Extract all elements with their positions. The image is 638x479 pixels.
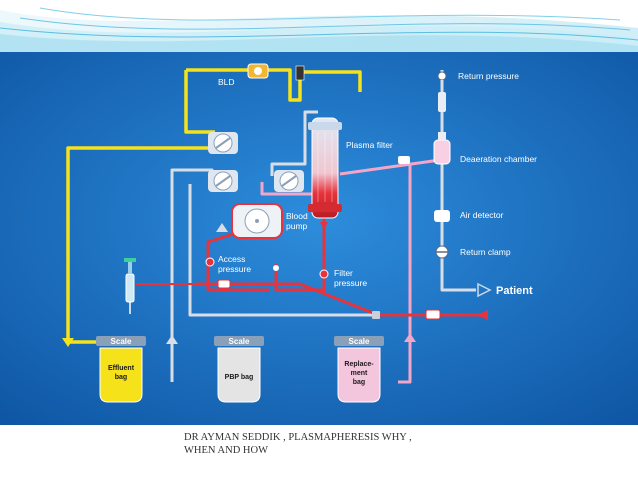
patient-return-arrow: [477, 282, 492, 298]
pbp-mid-flow-arrow: [216, 223, 228, 232]
blood-flow-arrow: [320, 222, 328, 230]
header-wave-graphic: [0, 0, 638, 52]
blood-pump-label-line1: Blood: [286, 211, 308, 221]
deaeration-inline-connector: [398, 156, 410, 164]
footer-credit: DR AYMAN SEDDIK , PLASMAPHERESIS WHY , W…: [184, 431, 444, 457]
effluent-bag-label-line2: bag: [115, 374, 127, 381]
footer-line-1: DR AYMAN SEDDIK , PLASMAPHERESIS WHY ,: [184, 432, 412, 443]
pbp-bag-scale-label: Scale: [229, 337, 250, 346]
blood-pump-label-line2: pump: [286, 221, 308, 231]
pbp-bag-label: PBP bag: [225, 374, 254, 381]
access-pressure-sensor: [205, 257, 215, 267]
replacement-bag-scale-label: Scale: [349, 337, 370, 346]
blood-pump: [231, 203, 283, 239]
deaeration-chamber: [433, 132, 451, 165]
bld-detector: [247, 63, 269, 79]
pbp-pump: [208, 170, 238, 192]
access-clamp: [273, 265, 279, 271]
effluent-bag-label-line1: Effluent: [108, 365, 135, 372]
access-connector: [217, 279, 231, 289]
air-detector: [434, 210, 450, 222]
replacement-pump: [274, 170, 304, 192]
return-clamp-label: Return clamp: [460, 247, 511, 257]
return-pressure-label: Return pressure: [458, 71, 519, 81]
pbp-flow-arrow: [166, 335, 178, 344]
replacement-bag: Scale Replace- ment bag: [334, 336, 384, 403]
bld-label: BLD: [218, 77, 235, 87]
access-pressure-label-line2: pressure: [218, 264, 251, 274]
plasma-filter: [308, 117, 342, 219]
replacement-flow-arrow: [404, 333, 416, 342]
replacement-bag-label-line2: ment: [351, 370, 368, 377]
patient-access-arrow: [476, 310, 488, 320]
return-inline-connector: [425, 309, 441, 320]
footer-line-2: WHEN AND HOW: [184, 445, 268, 456]
replacement-bag-label-line1: Replace-: [344, 361, 374, 368]
effluent-flow-arrow: [62, 338, 74, 347]
diagram-background: [0, 52, 638, 425]
air-detector-label: Air detector: [460, 210, 504, 220]
plasma-filter-label: Plasma filter: [346, 140, 393, 150]
circuit-svg: Scale Effluent bag Scale PBP bag Scale R…: [0, 52, 638, 425]
syringe-icon: [124, 258, 196, 314]
patient-label: Patient: [496, 285, 533, 297]
filter-pressure-sensor: [319, 269, 329, 279]
return-clamp: [435, 245, 449, 259]
plasmapheresis-circuit-diagram: Scale Effluent bag Scale PBP bag Scale R…: [0, 52, 638, 425]
effluent-bag-scale-label: Scale: [111, 337, 132, 346]
effluent-clamp-block: [295, 65, 305, 81]
pbp-bag: Scale PBP bag: [214, 336, 264, 403]
effluent-bag: Scale Effluent bag: [96, 336, 146, 403]
replacement-line: [260, 158, 441, 384]
replacement-bag-label-line3: bag: [353, 379, 365, 386]
access-pressure-label-line1: Access: [218, 254, 245, 264]
effluent-pump: [208, 132, 238, 154]
filter-pressure-label-line1: Filter: [334, 268, 353, 278]
slide-header: [0, 0, 638, 52]
filter-pressure-label-line2: pressure: [334, 278, 367, 288]
return-pressure-cylinder: [438, 92, 446, 112]
deaeration-chamber-label: Deaeration chamber: [460, 154, 537, 164]
pbp-inline-connector: [372, 311, 380, 319]
